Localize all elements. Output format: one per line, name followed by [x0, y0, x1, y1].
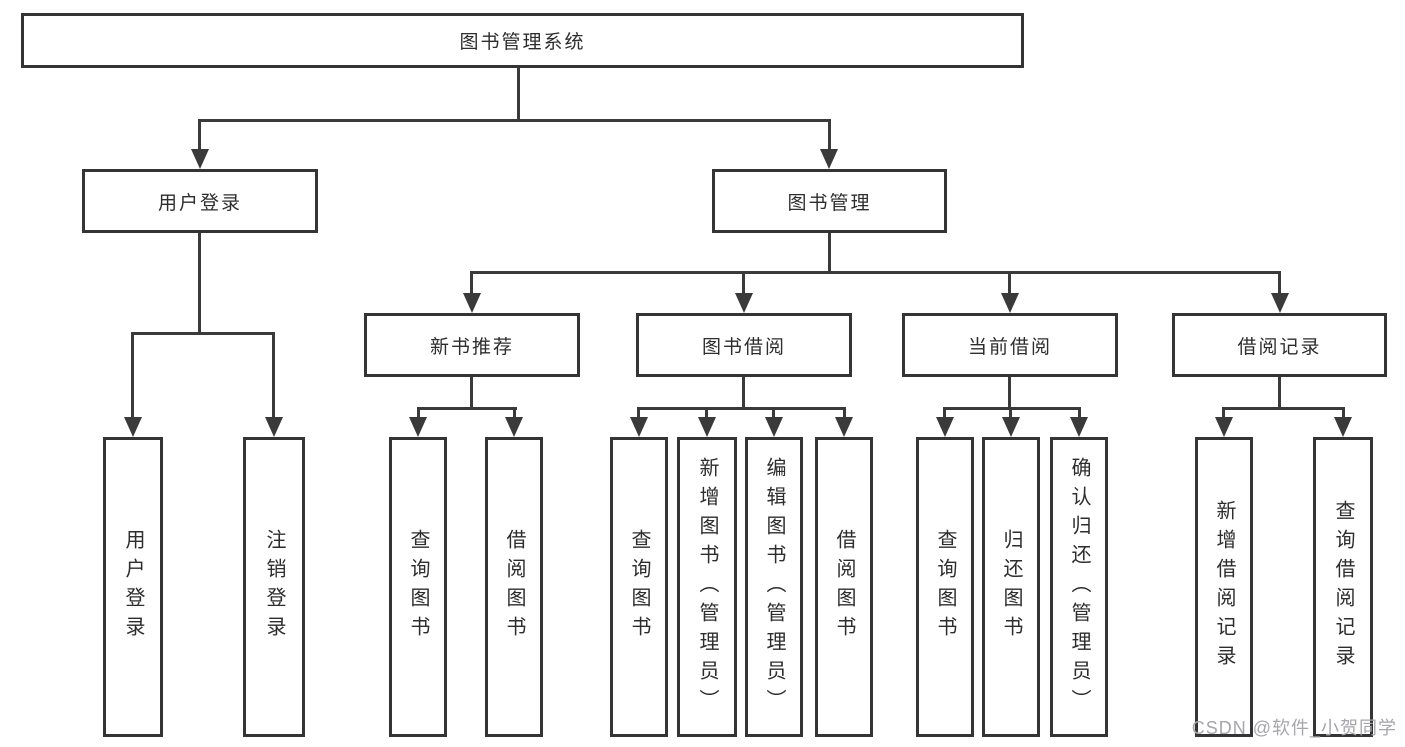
- arrow-down-icon: [505, 417, 523, 437]
- connector-line: [1222, 407, 1345, 410]
- csdn-watermark: CSDN @软件_小贺同学: [1191, 718, 1397, 738]
- connector-line: [828, 233, 831, 274]
- node-new-book-recommend: 新书推荐: [364, 313, 580, 377]
- node-book-management: 图书管理: [712, 169, 947, 233]
- arrow-down-icon: [463, 293, 481, 313]
- arrow-down-icon: [1271, 293, 1289, 313]
- connector-line: [943, 407, 946, 421]
- connector-line: [772, 407, 775, 421]
- leaf-query-books-current: 查询图书: [916, 437, 974, 737]
- connector-line: [742, 377, 745, 410]
- connector-line: [1009, 407, 1012, 421]
- connector-line: [471, 271, 1281, 274]
- leaf-query-books-borrow: 查询图书: [610, 437, 668, 737]
- node-borrowing-records: 借阅记录: [1172, 313, 1387, 377]
- arrow-down-icon: [124, 417, 142, 437]
- arrow-down-icon: [630, 417, 648, 437]
- connector-line: [198, 119, 201, 153]
- arrow-down-icon: [191, 149, 209, 169]
- node-current-borrowing: 当前借阅: [902, 313, 1118, 377]
- connector-line: [517, 68, 520, 122]
- connector-line: [417, 407, 517, 410]
- connector-line: [1078, 407, 1081, 421]
- arrow-down-icon: [936, 417, 954, 437]
- arrow-down-icon: [835, 417, 853, 437]
- leaf-borrow-books: 借阅图书: [815, 437, 873, 737]
- arrow-down-icon: [1002, 417, 1020, 437]
- connector-line: [1008, 377, 1011, 410]
- arrow-down-icon: [820, 149, 838, 169]
- leaf-borrow-books-recommend: 借阅图书: [485, 437, 543, 737]
- connector-line: [943, 407, 1081, 410]
- connector-line: [417, 407, 420, 421]
- connector-line: [1278, 377, 1281, 410]
- arrow-down-icon: [1215, 417, 1233, 437]
- leaf-logout: 注销登录: [243, 437, 305, 737]
- arrow-down-icon: [698, 417, 716, 437]
- arrow-down-icon: [265, 417, 283, 437]
- connector-line: [1008, 271, 1011, 297]
- connector-line: [637, 407, 640, 421]
- connector-line: [843, 407, 846, 421]
- arrow-down-icon: [1070, 417, 1088, 437]
- connector-line: [1278, 271, 1281, 297]
- connector-line: [470, 271, 473, 297]
- leaf-confirm-return-admin: 确认归还（管理员）: [1050, 437, 1108, 737]
- arrow-down-icon: [1001, 293, 1019, 313]
- connector-line: [272, 332, 275, 421]
- leaf-user-login: 用户登录: [103, 437, 163, 737]
- arrow-down-icon: [765, 417, 783, 437]
- connector-line: [828, 119, 831, 153]
- connector-line: [198, 233, 201, 335]
- leaf-add-book-admin: 新增图书（管理员）: [677, 437, 737, 737]
- leaf-query-books-recommend: 查询图书: [389, 437, 447, 737]
- arrow-down-icon: [735, 293, 753, 313]
- leaf-query-borrow-record: 查询借阅记录: [1313, 437, 1373, 737]
- connector-line: [198, 119, 831, 122]
- connector-line: [513, 407, 516, 421]
- connector-line: [131, 332, 275, 335]
- arrow-down-icon: [1334, 417, 1352, 437]
- node-book-borrowing: 图书借阅: [636, 313, 852, 377]
- connector-line: [1342, 407, 1345, 421]
- node-user-login: 用户登录: [82, 169, 318, 233]
- leaf-add-borrow-record: 新增借阅记录: [1195, 437, 1253, 737]
- connector-line: [742, 271, 745, 297]
- connector-line: [705, 407, 708, 421]
- arrow-down-icon: [409, 417, 427, 437]
- connector-line: [131, 332, 134, 421]
- connector-line: [637, 407, 846, 410]
- leaf-edit-book-admin: 编辑图书（管理员）: [745, 437, 803, 737]
- connector-line: [1222, 407, 1225, 421]
- leaf-return-books: 归还图书: [982, 437, 1040, 737]
- connector-line: [470, 377, 473, 410]
- node-library-management-system: 图书管理系统: [21, 13, 1024, 68]
